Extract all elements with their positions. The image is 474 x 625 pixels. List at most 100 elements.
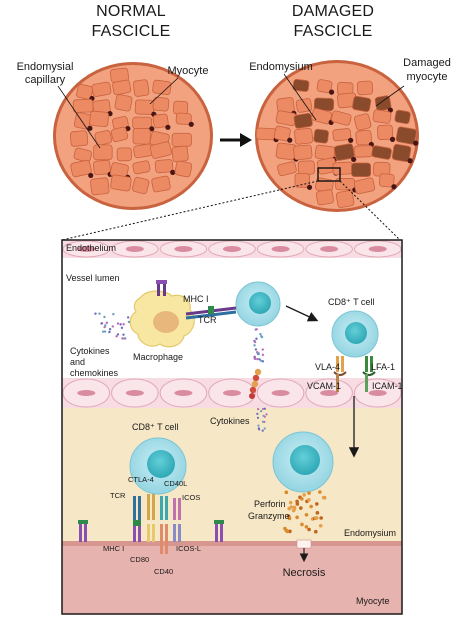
particle-dot (255, 337, 258, 340)
particle-dot (287, 506, 291, 511)
particle-dot (263, 407, 266, 410)
particle-dot (257, 427, 260, 430)
myocyte-cell (93, 144, 113, 161)
damaged-myocyte-cell (391, 143, 412, 163)
endomysium-band (62, 408, 402, 544)
myocyte-cell (171, 145, 189, 163)
particle-dot (258, 358, 261, 361)
particle-dot (307, 491, 311, 495)
particle-dot (111, 325, 115, 328)
myocyte-cell (76, 83, 94, 100)
label-icos: ICOS (182, 493, 200, 502)
myocyte-cell (132, 160, 151, 175)
endothelial-nucleus (174, 390, 193, 396)
chemokine-receptor-chain (249, 368, 262, 399)
damaged-myocyte-cell (352, 95, 372, 112)
endothelial-nucleus (320, 246, 339, 252)
endothelial-nucleus (271, 246, 290, 252)
particle-dot (319, 516, 323, 520)
myocyte-cell (152, 113, 169, 129)
label-lfa1: LFA-1 (371, 362, 395, 372)
particle-dot (253, 340, 257, 344)
particle-dot (307, 527, 311, 532)
particle-dot (292, 505, 297, 510)
particle-dot (304, 525, 309, 529)
particle-dot (104, 324, 107, 327)
particle-dot (288, 500, 293, 505)
capillary-dot (351, 156, 357, 163)
label-damaged-line2: myocyte (407, 71, 448, 83)
label-ctla4: CTLA-4 (128, 475, 154, 484)
particle-dot (103, 315, 106, 319)
cytokine-dots-low (256, 407, 268, 432)
tcell-cytotoxic (272, 431, 334, 493)
particle-dot (103, 330, 107, 333)
capillary-dot (287, 137, 293, 143)
migration-arrow-1 (285, 305, 319, 322)
lfa1-icam1-pair (362, 356, 376, 392)
particle-dot (108, 330, 111, 334)
label-icam1: ICAM-1 (372, 381, 403, 391)
endothelial-nucleus (77, 390, 96, 396)
particle-dot (288, 529, 292, 534)
damaged-myocyte-cell (371, 145, 392, 160)
damaged-myocyte-cell (394, 109, 411, 125)
myocyte-cell (134, 99, 155, 115)
myocyte-cell (354, 113, 372, 131)
zoom-box (317, 167, 341, 182)
myocyte-cell (293, 144, 313, 161)
myocyte-cell (377, 124, 394, 140)
label-endomysium-panel: Endomysium (344, 528, 396, 538)
endothelial-nucleus (223, 390, 241, 396)
myocyte-cell (316, 79, 333, 94)
particle-dot (295, 502, 300, 506)
label-necrosis: Necrosis (283, 567, 326, 579)
myocyte-cell (90, 177, 110, 196)
particle-dot (261, 360, 265, 363)
particle-dot (285, 529, 290, 534)
label-cd80: CD80 (130, 555, 149, 564)
particle-dot (122, 333, 125, 336)
membrane-pore (296, 539, 312, 549)
myocyte-cell (70, 159, 92, 178)
endothelial-nucleus (125, 390, 144, 396)
damaged-myocyte-cell (292, 78, 310, 92)
myocyte-cell (132, 116, 153, 130)
myocyte-cell (116, 147, 132, 162)
label-mhc1-lower: MHC I (103, 544, 124, 553)
myocyte-cell (273, 125, 291, 142)
myocyte-cell (110, 126, 129, 143)
myocyte-cell (94, 130, 113, 146)
label-perforin: Perforin (254, 499, 286, 509)
tcell-costim (129, 437, 187, 495)
particle-dot (112, 312, 115, 316)
particle-dot (127, 320, 131, 324)
myocyte-cell (294, 127, 314, 145)
myocyte-cell (297, 160, 316, 175)
mhc1-receptor-macrophage (156, 280, 167, 296)
particle-dot (295, 515, 299, 520)
label-cd8-tcell-lower: CD8⁺ T cell (132, 422, 178, 432)
tcell-lumen (235, 281, 281, 327)
capillary-dot (391, 184, 397, 190)
particle-dot (256, 357, 259, 361)
damaged-title-line2: FASCICLE (294, 23, 373, 40)
particle-dot (299, 506, 303, 510)
myocyte-cell (353, 177, 376, 195)
label-cd8-tcell-upper: CD8⁺ T cell (328, 297, 374, 307)
endothelial-nucleus (271, 390, 290, 396)
endothelial-nucleus (223, 246, 241, 252)
myocyte-cell (175, 112, 192, 126)
myocyte-cell (356, 80, 374, 96)
particle-dot (318, 490, 322, 494)
myocyte-cell (173, 100, 189, 115)
capillary-dot (165, 124, 171, 130)
label-icosl: ICOS-L (176, 544, 201, 553)
capillary-dot (413, 140, 419, 146)
mhc1-surface-markers (78, 520, 224, 542)
particle-dot (318, 523, 323, 528)
myocyte-cell (132, 79, 150, 97)
capillary-dot (328, 89, 335, 95)
progression-arrow (220, 133, 252, 147)
